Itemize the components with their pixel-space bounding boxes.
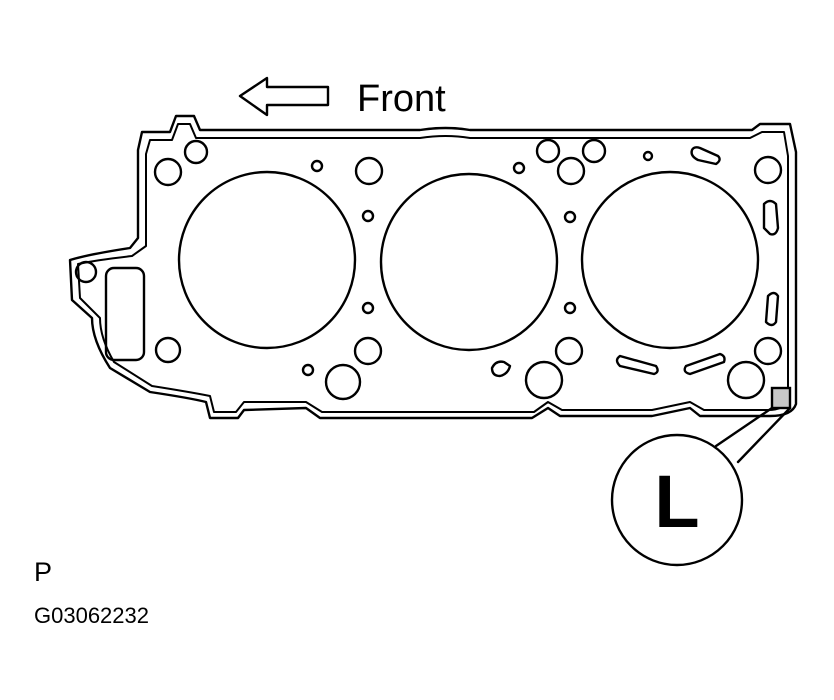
- callout-leader: [714, 406, 792, 464]
- callout-circle: [610, 433, 744, 567]
- gasket-outline: [68, 114, 798, 420]
- cylinder-bore-3: [580, 170, 760, 350]
- cylinder-bore-2: [379, 172, 559, 352]
- front-label: Front: [357, 78, 446, 120]
- l-marker-square: [770, 386, 792, 410]
- cylinder-bore-1: [177, 170, 357, 350]
- view-letter: P: [34, 557, 52, 587]
- coolant-slots: [104, 146, 780, 378]
- cylinder-bores: [177, 170, 760, 352]
- figure-code: G03062232: [34, 603, 149, 628]
- callout-letter: L: [654, 460, 699, 543]
- arrow-left-outline-icon: [238, 76, 330, 117]
- bolt-holes: [74, 138, 783, 401]
